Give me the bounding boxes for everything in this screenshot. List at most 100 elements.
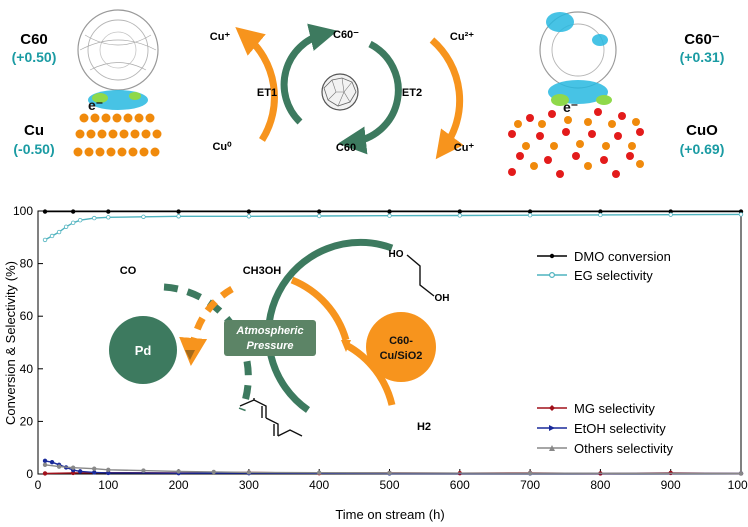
data-point-others [56,464,62,469]
data-point-others [211,469,216,475]
pressure-line2: Pressure [246,340,293,352]
data-point-eg [77,218,83,223]
series-line-etoh [44,460,741,475]
ch3oh-label: CH3OH [243,265,282,277]
legend-marker-mg [549,405,555,411]
data-point-others [246,470,252,475]
top-panel: e⁻ C60 (+0.50) Cu (-0.50) Cu⁺ Cu⁰ ET1 C6… [12,9,725,178]
left-molecule-charge: (+0.50) [12,49,57,65]
process-inset: Pd Atmospheric Pressure C60- Cu/SiO2 CO … [109,238,450,437]
left-metal-charge: (-0.50) [13,141,54,157]
data-point-etoh [49,459,55,465]
data-point-eg [42,237,48,243]
co-label: CO [120,265,137,277]
data-point-eg [598,212,603,218]
cycle-cu0: Cu⁰ [212,141,232,153]
pressure-line1: Atmospheric [235,325,303,337]
arrow-head-icon [185,350,195,360]
y-tick-label: 60 [20,309,34,323]
cycle-cu2plus: Cu²⁺ [450,31,474,43]
x-axis-label: Time on stream (h) [335,507,444,522]
x-tick-label: 600 [450,478,470,492]
data-point-eg [70,220,76,226]
data-point-others [387,470,392,476]
pressure-box [224,320,316,356]
green-solid-arc [265,238,394,413]
catalyst-line1: C60- [389,335,413,347]
data-point-others [176,469,181,474]
right-metal-label: CuO [686,122,718,139]
y-tick-label: 20 [20,414,34,428]
data-point-others [92,466,97,471]
left-metal-label: Cu [24,122,44,139]
catalyst-node [366,312,436,382]
x-tick-label: 700 [520,478,540,492]
data-point-eg [668,212,673,217]
pd-node [109,316,177,384]
legend-marker-dmo [549,253,555,259]
data-point-others [738,471,744,476]
data-point-eg [457,213,462,218]
right-electron-label: e⁻ [563,99,578,115]
cycle-c60-minus: C60⁻ [333,29,359,41]
data-point-eg [738,212,744,217]
data-point-eg [92,215,97,221]
data-point-etoh [77,469,83,474]
legend-bottom: MG selectivity EtOH selectivity Others s… [537,401,673,456]
series-layer [42,209,744,476]
eg-ho-label: HO [389,249,404,260]
cycle-et2: ET2 [402,87,422,99]
data-point-eg [56,229,62,235]
x-tick-label: 400 [309,478,329,492]
c60-icon [321,73,359,111]
y-axis-label: Conversion & Selectivity (%) [3,261,18,425]
left-electron-label: e⁻ [88,97,103,113]
data-point-others [317,470,322,475]
data-point-eg [527,213,533,218]
pd-label: Pd [135,343,152,358]
data-point-others [70,465,76,470]
data-point-dmo [317,209,322,214]
eg-oh-label: OH [435,293,450,304]
data-point-dmo [246,209,252,214]
cu-c60-cluster-illustration: e⁻ [73,9,162,157]
x-tick-label: 800 [590,478,610,492]
cycle-c60: C60 [336,142,356,154]
legend-label-dmo: DMO conversion [574,249,671,264]
data-point-eg [387,213,392,218]
data-point-eg [141,214,146,219]
dimethyl-oxalate-structure [239,398,303,437]
legend-label-etoh: EtOH selectivity [574,421,666,436]
x-tick-label: 0 [35,478,42,492]
right-molecule-label: C60⁻ [684,31,720,48]
data-point-eg [49,233,55,239]
x-tick-label: 100 [98,478,118,492]
orange-solid-arc-upper [290,276,350,342]
data-point-others [141,468,146,473]
data-point-dmo [457,209,462,214]
data-point-dmo [387,209,392,214]
data-point-eg [106,215,111,220]
right-molecule-charge: (+0.31) [680,49,725,65]
x-tick-label: 200 [169,478,189,492]
cycle-cu-plus-left: Cu⁺ [210,31,231,43]
data-point-eg [246,214,252,219]
legend-top: DMO conversion EG selectivity [537,249,671,283]
data-point-eg [317,213,322,219]
data-point-dmo [106,209,111,214]
arrow-head-icon [341,340,351,352]
h2-label: H2 [417,421,431,433]
y-tick-label: 0 [26,467,33,481]
y-tick-label: 100 [13,204,33,218]
x-tick-label: 900 [661,478,681,492]
right-metal-charge: (+0.69) [680,141,725,157]
legend-label-mg: MG selectivity [574,401,655,416]
data-point-mg [42,471,48,476]
data-point-etoh [92,470,97,475]
x-tick-label: 500 [379,478,399,492]
